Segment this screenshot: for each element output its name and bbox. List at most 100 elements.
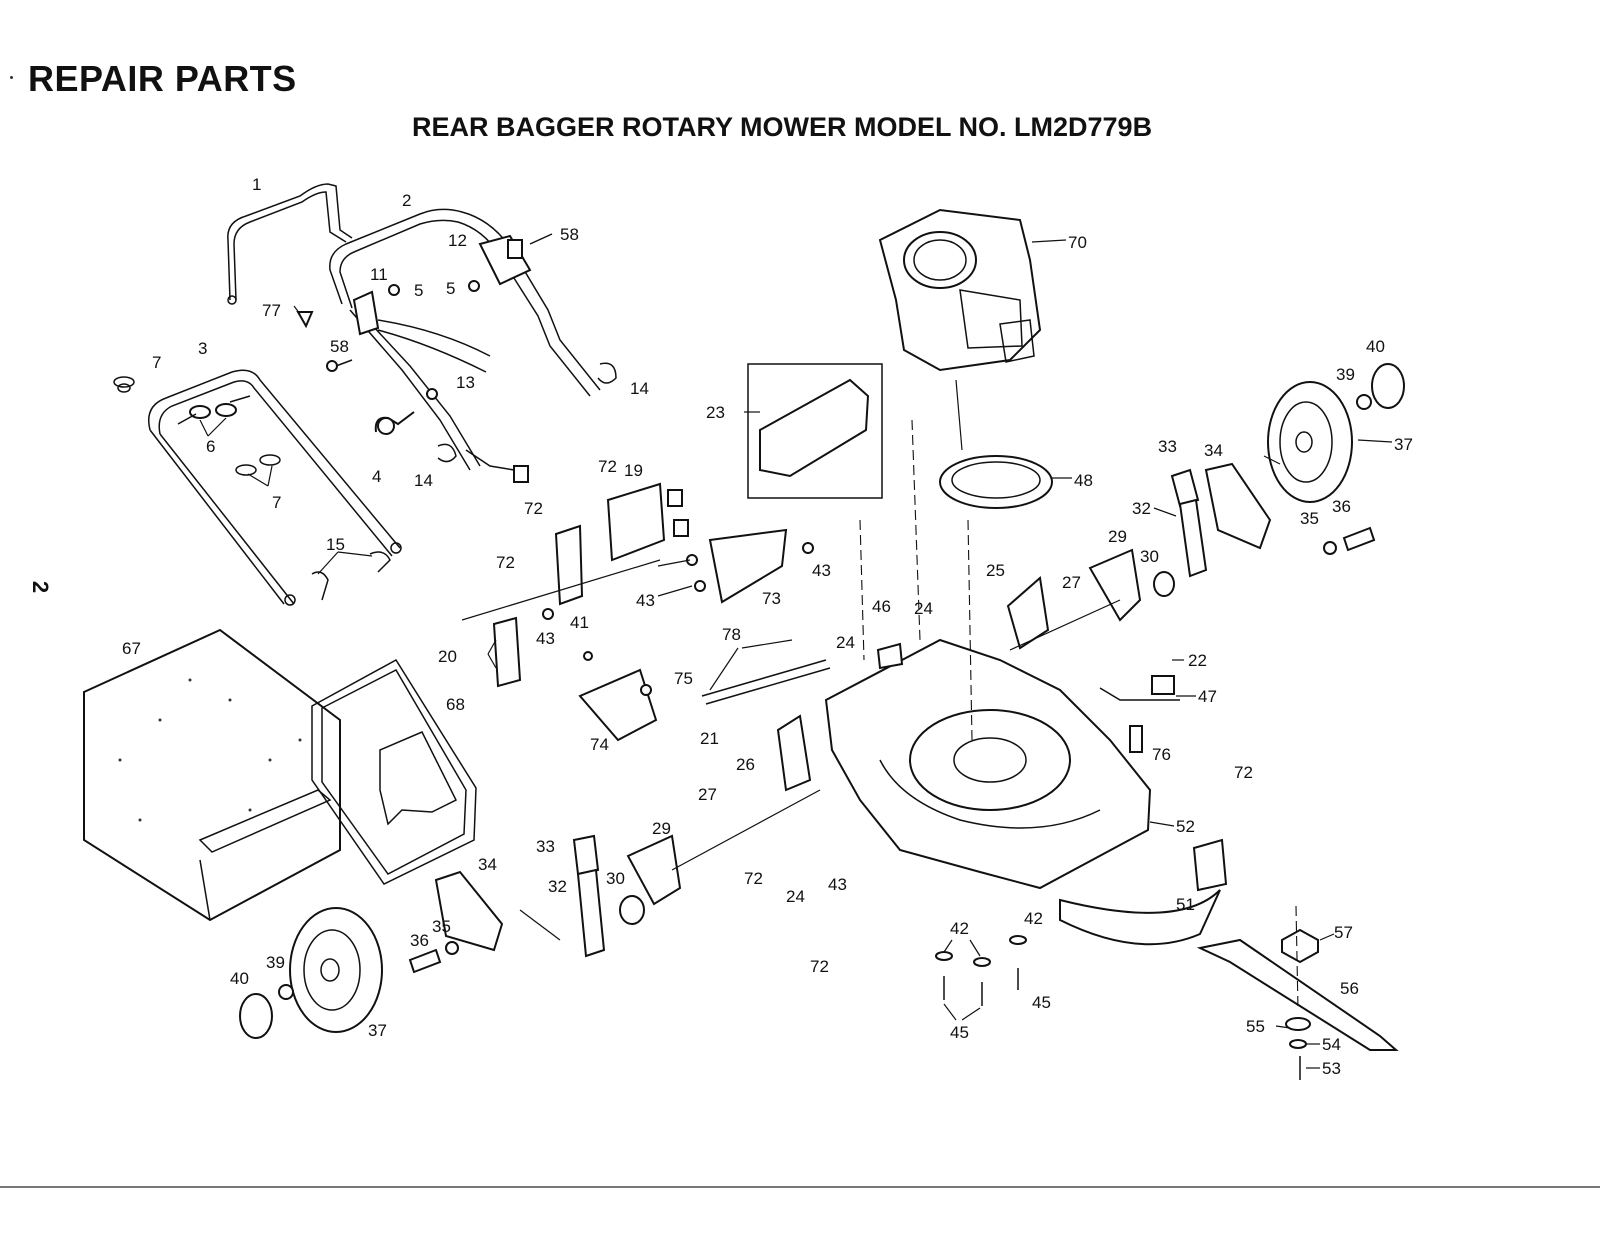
callout-33: 33 bbox=[536, 837, 555, 856]
callout-29: 29 bbox=[652, 819, 671, 838]
height-levers-32-33 bbox=[572, 468, 1208, 958]
control-bracket-11 bbox=[352, 290, 380, 336]
callout-77: 77 bbox=[262, 301, 281, 320]
plate-29-right bbox=[1088, 548, 1142, 622]
rod-21 bbox=[701, 659, 831, 705]
callout-25: 25 bbox=[986, 561, 1005, 580]
callout-43: 43 bbox=[536, 629, 555, 648]
callout-45: 45 bbox=[950, 1023, 969, 1042]
engine-70 bbox=[878, 208, 1042, 372]
height-adjuster-25 bbox=[1006, 576, 1050, 650]
deflector-73 bbox=[708, 528, 788, 604]
callout-72: 72 bbox=[1234, 763, 1253, 782]
callout-30: 30 bbox=[1140, 547, 1159, 566]
callout-51: 51 bbox=[1176, 895, 1195, 914]
callout-40: 40 bbox=[1366, 337, 1385, 356]
callout-45: 45 bbox=[1032, 993, 1051, 1012]
callout-78: 78 bbox=[722, 625, 741, 644]
callout-24: 24 bbox=[836, 633, 855, 652]
wing-knob-4 bbox=[374, 411, 415, 435]
callout-39: 39 bbox=[266, 953, 285, 972]
callout-27: 27 bbox=[1062, 573, 1081, 592]
callout-43: 43 bbox=[636, 591, 655, 610]
throttle-control-12 bbox=[478, 234, 532, 286]
callout-33: 33 bbox=[1158, 437, 1177, 456]
callout-30: 30 bbox=[606, 869, 625, 888]
callout-67: 67 bbox=[122, 639, 141, 658]
bottom-rule bbox=[0, 1186, 1600, 1188]
callout-3: 3 bbox=[198, 339, 207, 358]
callout-73: 73 bbox=[762, 589, 781, 608]
hinge-bracket-72 bbox=[554, 524, 584, 606]
gate-46 bbox=[876, 642, 904, 670]
callout-leaders bbox=[199, 239, 1393, 1069]
deflector-bracket-74 bbox=[578, 668, 658, 742]
callout-37: 37 bbox=[368, 1021, 387, 1040]
hinge-bracket-20 bbox=[492, 616, 522, 688]
bolt-36-left bbox=[408, 941, 459, 974]
callout-42: 42 bbox=[950, 919, 969, 938]
callout-27: 27 bbox=[698, 785, 717, 804]
height-adjuster-26 bbox=[776, 714, 812, 792]
callout-54: 54 bbox=[1322, 1035, 1341, 1054]
nut-39-left bbox=[278, 984, 294, 1000]
callout-7: 7 bbox=[152, 353, 161, 372]
callout-48: 48 bbox=[1074, 471, 1093, 490]
spring-47 bbox=[1099, 675, 1180, 701]
callout-5: 5 bbox=[414, 281, 423, 300]
bag-frame-68 bbox=[311, 659, 477, 885]
handle-76 bbox=[1129, 725, 1143, 753]
wheel-spacer-30 bbox=[619, 571, 1175, 925]
bolts-58-77 bbox=[296, 233, 553, 400]
callout-43: 43 bbox=[812, 561, 831, 580]
callout-2: 2 bbox=[402, 191, 411, 210]
callout-19: 19 bbox=[624, 461, 643, 480]
callout-32: 32 bbox=[548, 877, 567, 896]
callout-75: 75 bbox=[674, 669, 693, 688]
callout-24: 24 bbox=[914, 599, 933, 618]
cable-ties-7 bbox=[113, 376, 281, 476]
callout-47: 47 bbox=[1198, 687, 1217, 706]
callout-labels: 1 2 12 58 11 5 5 77 58 3 7 13 14 6 4 14 … bbox=[122, 175, 1413, 1078]
margin-mark bbox=[10, 76, 13, 79]
callout-26: 26 bbox=[736, 755, 755, 774]
callout-23: 23 bbox=[706, 403, 725, 422]
callout-76: 76 bbox=[1152, 745, 1171, 764]
callout-42: 42 bbox=[1024, 909, 1043, 928]
callout-6: 6 bbox=[206, 437, 215, 456]
callout-12: 12 bbox=[448, 231, 467, 250]
callout-72: 72 bbox=[524, 499, 543, 518]
blade-56 bbox=[1196, 938, 1399, 1051]
page-title: REPAIR PARTS bbox=[28, 58, 297, 99]
plate-29-left bbox=[626, 834, 682, 906]
handle-knobs-6 bbox=[177, 395, 251, 425]
callout-70: 70 bbox=[1068, 233, 1087, 252]
callout-36: 36 bbox=[410, 931, 429, 950]
baffle-51 bbox=[1059, 838, 1228, 946]
callout-43: 43 bbox=[828, 875, 847, 894]
hairpin-clips-15 bbox=[311, 551, 391, 601]
lower-handle-3 bbox=[148, 369, 402, 606]
callout-52: 52 bbox=[1176, 817, 1195, 836]
callout-68: 68 bbox=[446, 695, 465, 714]
callout-39: 39 bbox=[1336, 365, 1355, 384]
callout-7: 7 bbox=[272, 493, 281, 512]
callout-72: 72 bbox=[598, 457, 617, 476]
deck-bolts-42-45 bbox=[935, 935, 1027, 1006]
callout-32: 32 bbox=[1132, 499, 1151, 518]
callout-40: 40 bbox=[230, 969, 249, 988]
callout-15: 15 bbox=[326, 535, 345, 554]
callout-41: 41 bbox=[570, 613, 589, 632]
rear-door-hinge-19 bbox=[606, 482, 689, 562]
blade-washers-53-55 bbox=[1285, 1017, 1311, 1080]
callout-14: 14 bbox=[414, 471, 433, 490]
diagram-subtitle: REAR BAGGER ROTARY MOWER MODEL NO. LM2D7… bbox=[412, 112, 1153, 142]
callout-5: 5 bbox=[446, 279, 455, 298]
nut-39-right bbox=[1356, 394, 1372, 410]
blade-adapter-57 bbox=[1281, 928, 1319, 964]
callout-34: 34 bbox=[1204, 441, 1223, 460]
axle-brackets-34 bbox=[434, 462, 1272, 952]
inset-box-23 bbox=[747, 363, 883, 499]
hub-cap-40-right bbox=[1371, 363, 1405, 409]
callout-21: 21 bbox=[700, 729, 719, 748]
